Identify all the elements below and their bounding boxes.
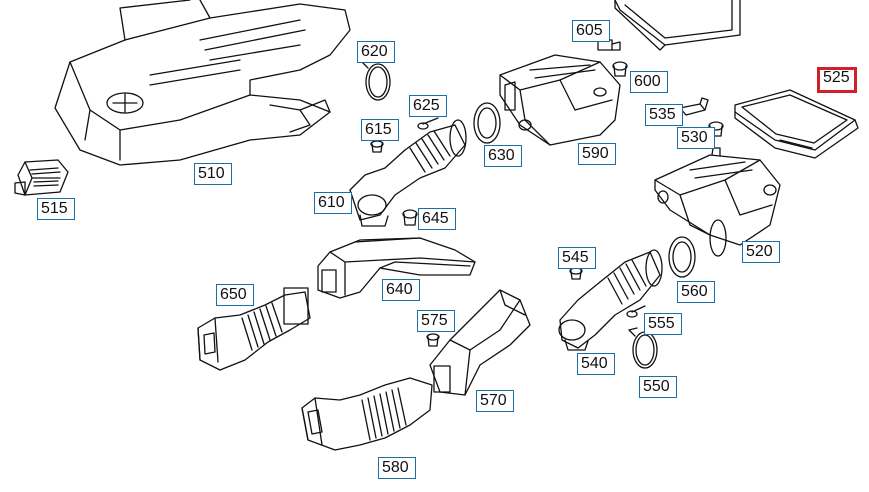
part-label-540[interactable]: 540 [577,353,615,375]
part-label-600[interactable]: 600 [630,71,668,93]
small-filter-insert-drawing [15,160,68,195]
grommet-645-drawing [403,210,417,225]
part-label-620[interactable]: 620 [357,41,395,63]
part-label-615[interactable]: 615 [361,119,399,141]
part-label-520[interactable]: 520 [742,241,780,263]
part-label-650[interactable]: 650 [216,284,254,306]
part-label-630[interactable]: 630 [484,145,522,167]
part-label-605[interactable]: 605 [572,20,610,42]
engine-cover-drawing [55,0,350,165]
part-label-545[interactable]: 545 [558,247,596,269]
panel-filter-drawing [735,90,858,158]
duct-570-drawing [430,290,530,395]
part-label-515[interactable]: 515 [37,198,75,220]
part-label-590[interactable]: 590 [578,143,616,165]
grommet-615-drawing [371,141,383,152]
screw-625-drawing [418,118,438,129]
sensor-535-drawing [680,98,708,115]
bellows-duct-650-drawing [198,288,310,370]
part-label-625[interactable]: 625 [409,95,447,117]
part-label-550[interactable]: 550 [639,376,677,398]
part-label-645[interactable]: 645 [418,208,456,230]
grommet-545-drawing [570,268,582,279]
intake-hose-540-drawing [559,250,662,350]
part-label-530[interactable]: 530 [677,127,715,149]
seal-ring-630-drawing [474,103,500,143]
part-label-580[interactable]: 580 [378,457,416,479]
bellows-duct-580-drawing [302,378,432,450]
grommet-575-drawing [427,334,439,346]
seal-ring-560-drawing [669,237,695,277]
part-label-560[interactable]: 560 [677,281,715,303]
part-label-640[interactable]: 640 [382,279,420,301]
filter-element-top-drawing [615,0,740,50]
hose-clamp-620-drawing [362,60,390,100]
part-label-525[interactable]: 525 [817,67,857,93]
intake-duct-640-drawing [318,238,475,298]
part-label-570[interactable]: 570 [476,390,514,412]
part-label-555[interactable]: 555 [644,313,682,335]
intake-hose-610-drawing [350,120,466,226]
part-label-535[interactable]: 535 [645,104,683,126]
part-label-575[interactable]: 575 [417,310,455,332]
air-filter-housing-590-drawing [500,55,620,145]
grommet-600-drawing [613,62,627,76]
air-filter-housing-520-drawing [655,148,780,256]
part-label-510[interactable]: 510 [194,163,232,185]
screw-555-drawing [627,306,645,317]
part-label-610[interactable]: 610 [314,192,352,214]
